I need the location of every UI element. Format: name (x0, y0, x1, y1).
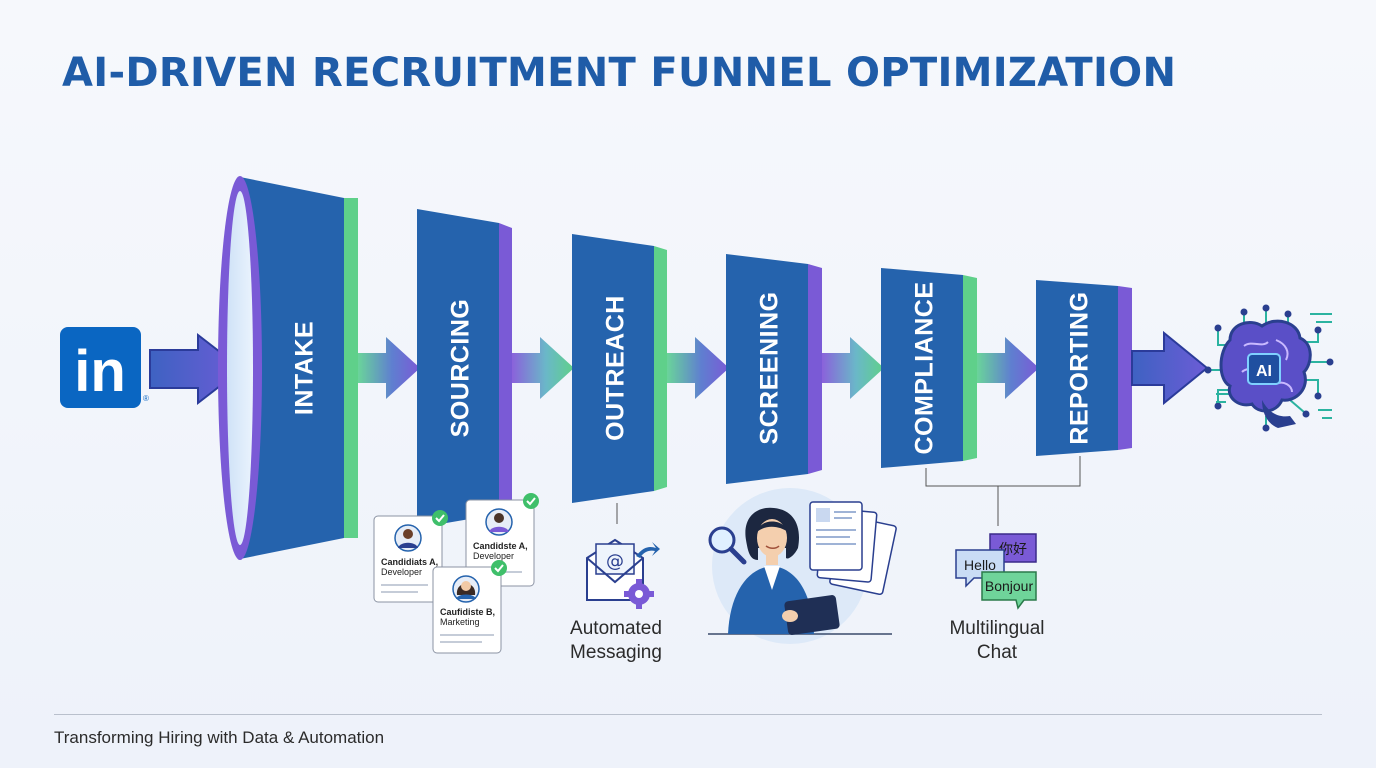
candidate-1-name: Candidiats A, (381, 557, 438, 567)
candidate-1-role: Developer (381, 567, 422, 577)
candidate-3-role: Marketing (440, 617, 480, 627)
stage-label-intake: INTAKE (291, 321, 319, 415)
arrow-ai (1131, 330, 1209, 406)
footer-text: Transforming Hiring with Data & Automati… (54, 728, 385, 747)
stage-label-reporting: REPORTING (1066, 291, 1094, 444)
outreach-caption-line2: Messaging (570, 642, 662, 663)
stage-label-screening: SCREENING (756, 291, 784, 444)
checkmark-icon (523, 493, 539, 509)
checkmark-icon (491, 560, 507, 576)
stage-compliance: COMPLIANCE (881, 268, 977, 468)
chat-bracket (925, 456, 1081, 526)
registered-mark: ® (143, 394, 149, 403)
candidate-card-1: Candidiats A, Developer (373, 510, 448, 603)
ai-brain-icon: AI (1204, 304, 1334, 432)
chat-hello-text: Hello (964, 557, 996, 573)
stage-label-outreach: OUTREACH (602, 295, 630, 441)
arrow-compliance (822, 337, 884, 399)
arrow-screening (667, 337, 729, 399)
outreach-caption-line1: Automated (570, 618, 662, 639)
candidate-card-3: Caufidiste B, Marketing (432, 560, 507, 654)
stage-reporting: REPORTING (1036, 280, 1132, 456)
screening-illustration (708, 488, 897, 644)
candidate-card-2: Candidste A, Developer (465, 493, 539, 587)
chat-caption-line2: Chat (977, 642, 1018, 663)
chat-caption-line1: Multilingual (949, 618, 1044, 639)
arrow-sourcing (358, 337, 420, 399)
chat-chinese-text: 你好 (999, 541, 1027, 557)
arrow-outreach (512, 337, 574, 399)
chat-bubble-bonjour: Bonjour (981, 571, 1037, 610)
stage-label-compliance: COMPLIANCE (911, 281, 939, 454)
intake-funnel: INTAKE (218, 176, 358, 560)
stage-outreach: OUTREACH (572, 234, 667, 503)
stage-sourcing: SOURCING (417, 209, 512, 528)
svg-text:@: @ (606, 551, 624, 572)
page-title: AI-DRIVEN RECRUITMENT FUNNEL OPTIMIZATIO… (62, 50, 1177, 96)
stage-screening: SCREENING (726, 254, 822, 484)
candidate-3-name: Caufidiste B, (440, 607, 495, 617)
envelope-at-icon: @ (586, 538, 660, 601)
gear-icon (624, 579, 654, 609)
linkedin-logo: in ® (60, 327, 149, 408)
candidate-2-role: Developer (473, 551, 514, 561)
magnifier-icon (708, 526, 747, 565)
candidate-2-name: Candidste A, (473, 541, 528, 551)
chat-bonjour-text: Bonjour (985, 578, 1034, 594)
arrow-reporting (977, 337, 1039, 399)
checkmark-icon (432, 510, 448, 526)
footer-divider (54, 714, 1322, 715)
ai-chip-label: AI (1256, 363, 1272, 380)
stage-label-sourcing: SOURCING (447, 299, 475, 438)
linkedin-logo-text: in (74, 339, 126, 404)
